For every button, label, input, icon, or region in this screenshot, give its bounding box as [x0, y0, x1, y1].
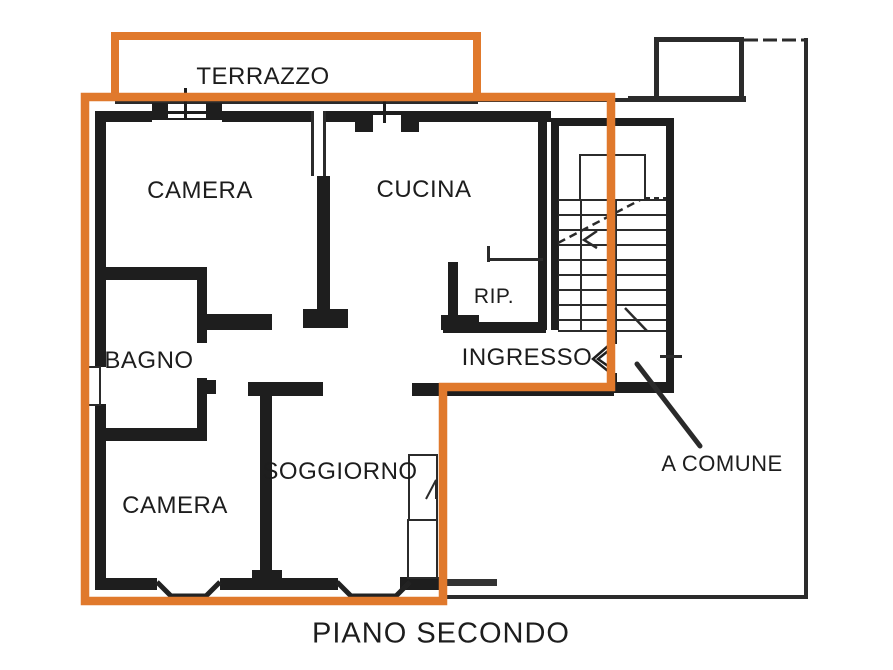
- room-label-camera-top: CAMERA: [147, 177, 253, 204]
- a-comune-pointer-line: [634, 361, 703, 449]
- stairwell-balcony: [628, 37, 746, 101]
- room-label-terrazzo: TERRAZZO: [196, 63, 330, 90]
- bagno-window: [87, 366, 101, 406]
- room-label-ingresso: INGRESSO: [461, 344, 593, 371]
- camera-top-window: [152, 88, 222, 120]
- soggiorno-balcony-door: [407, 454, 438, 579]
- entrance-door-icon: [591, 345, 609, 372]
- stairs-direction-line: [557, 198, 641, 245]
- camera-bottom-window-bay: [155, 580, 222, 599]
- room-label-camera-bottom: CAMERA: [122, 492, 228, 519]
- room-label-rip: RIP.: [473, 285, 515, 308]
- soggiorno-window-bay: [335, 580, 412, 599]
- floor-title: PIANO SECONDO: [312, 617, 570, 650]
- room-label-soggiorno: SOGGIORNO: [262, 458, 418, 485]
- stairs-direction-arrow-icon: [581, 229, 598, 250]
- windows: [87, 88, 438, 599]
- cucina-window: [352, 93, 422, 132]
- room-label-cucina: CUCINA: [376, 176, 472, 203]
- terrace-highlight: [111, 32, 481, 101]
- apartment-highlight: [80, 92, 616, 606]
- landing-door-swing: [624, 307, 648, 332]
- highlight-outline-orange: [80, 32, 616, 606]
- room-label-bagno: BAGNO: [104, 347, 194, 374]
- apartment-walls: [95, 111, 674, 590]
- annotation-a-comune: A COMUNE: [661, 451, 783, 476]
